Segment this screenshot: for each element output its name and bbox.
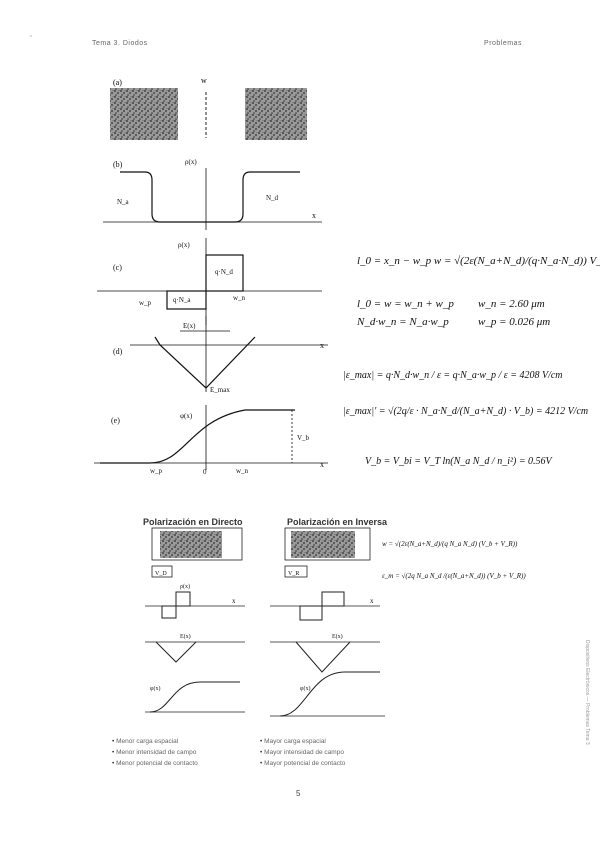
p-region — [110, 88, 178, 140]
label-rho-b: ρ(x) — [185, 158, 197, 166]
label-qna: q·N_a — [173, 296, 191, 304]
lbl-phi-r: φ(x) — [300, 685, 310, 692]
header-right: Problemas — [484, 40, 522, 47]
label-phi: φ(x) — [180, 412, 193, 420]
label-e: E(x) — [183, 322, 196, 330]
panel-label-e: (e) — [111, 416, 120, 425]
lbl-x-r1: x — [370, 597, 374, 605]
list-item: Menor carga espacial — [112, 736, 198, 747]
x-axis-d: x — [320, 341, 324, 350]
list-item: Menor potencial de contacto — [112, 758, 198, 769]
equation-1: l_0 = x_n − w_p w = √(2ε(N_a+N_d)/(q·N_a… — [357, 255, 600, 267]
label-wn-c: w_n — [233, 294, 246, 302]
label-na: N_a — [117, 198, 130, 206]
margin-text: Dispositivos Electrónicos — Problemas Te… — [584, 640, 590, 745]
x-axis-b: x — [312, 211, 316, 220]
panel-label-b: (b) — [113, 160, 123, 169]
label-rho-c: ρ(x) — [178, 241, 190, 249]
eq-field-reverse: ε_m = √(2q N_a N_d /(ε(N_a+N_d)) (V_b + … — [382, 572, 526, 580]
lbl-e-f: E(x) — [180, 633, 191, 640]
lbl-rho-f: ρ(x) — [180, 583, 190, 590]
list-item: Mayor intensidad de campo — [260, 747, 345, 758]
panel-c: (c) ρ(x) q·N_d q·N_a w_p w_n — [97, 238, 322, 325]
label-wp-c: w_p — [139, 299, 152, 307]
header-left: Tema 3. Diodos — [92, 40, 148, 47]
page-number: 5 — [296, 789, 301, 798]
bullets-forward: Menor carga espacial Menor intensidad de… — [112, 736, 198, 769]
equation-5: w_p = 0.026 μm — [478, 316, 551, 328]
label-vb: V_b — [297, 434, 310, 442]
panel-label-c: (c) — [113, 263, 122, 272]
list-item: Menor intensidad de campo — [112, 747, 198, 758]
lbl-x-f1: x — [232, 597, 236, 605]
panel-label-a: (a) — [113, 78, 122, 87]
box-label-vd: V_D — [155, 571, 167, 577]
panel-label-d: (d) — [113, 347, 123, 356]
title-reverse: Polarización en Inversa — [287, 517, 388, 527]
lbl-phi-f: φ(x) — [150, 685, 160, 692]
eq-width-reverse: w = √(2ε(N_a+N_d)/(q N_a N_d) (V_b + V_R… — [382, 540, 518, 548]
panel-a: (a) w — [110, 76, 307, 140]
panel-b: (b) ρ(x) N_a N_d x — [103, 158, 322, 230]
corner-mark: " — [30, 36, 33, 42]
equation-4: w_n = 2.60 μm — [478, 298, 545, 310]
reverse-bias-diagram: V_R E(x) φ(x) x — [270, 527, 385, 717]
n-region — [245, 88, 307, 140]
forward-bias-diagram: V_D ρ(x) x E(x) φ(x) — [145, 527, 245, 713]
equation-3: N_d·w_n = N_a·w_p — [357, 316, 449, 328]
bullets-reverse: Mayor carga espacial Mayor intensidad de… — [260, 736, 345, 769]
list-item: Mayor potencial de contacto — [260, 758, 345, 769]
list-item: Mayor carga espacial — [260, 736, 345, 747]
label-wn-e: w_n — [236, 467, 249, 475]
label-wp-e: w_p — [150, 467, 163, 475]
label-zero-e: 0 — [203, 468, 207, 476]
box-label-vr: V_R — [288, 571, 299, 577]
title-forward: Polarización en Directo — [143, 517, 243, 527]
label-emax: E_max — [210, 386, 230, 394]
panel-d: (d) E(x) E_max x — [113, 316, 328, 394]
lbl-e-r: E(x) — [332, 633, 343, 640]
equation-7: |ε_max|' = √(2q/ε · N_a·N_d/(N_a+N_d) · … — [343, 406, 589, 417]
label-w: w — [201, 76, 207, 85]
x-axis-e: x — [320, 460, 324, 469]
equation-2: l_0 = w = w_n + w_p — [357, 298, 454, 310]
equation-8: V_b = V_bi = V_T ln(N_a N_d / n_i²) = 0.… — [365, 456, 552, 467]
label-nd: N_d — [266, 194, 279, 202]
equation-6: |ε_max| = q·N_d·w_n / ε = q·N_a·w_p / ε … — [343, 370, 563, 381]
panel-e: (e) φ(x) V_b w_p w_n 0 x — [94, 405, 328, 476]
label-qnd: q·N_d — [215, 268, 233, 276]
